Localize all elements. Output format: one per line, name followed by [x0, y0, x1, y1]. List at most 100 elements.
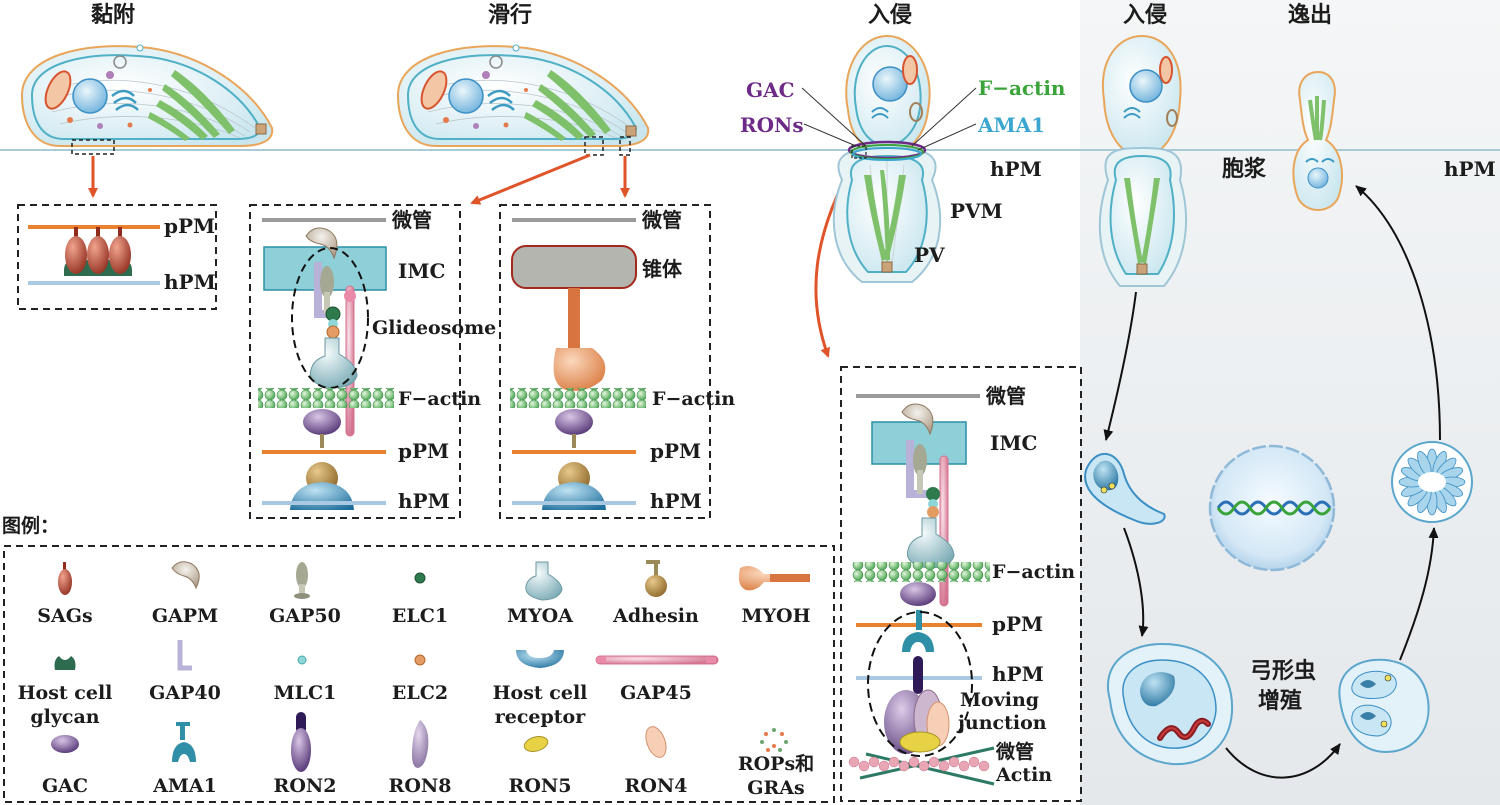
- detail-attachment: pPM hPM: [17, 204, 217, 310]
- legend-label-ron2: RON2: [274, 775, 337, 797]
- label-conoid: 锥体: [642, 257, 683, 281]
- legend-label-myoh: MYOH: [741, 605, 810, 627]
- label-moving-1: Moving: [960, 689, 1039, 711]
- title-attachment: 黏附: [91, 2, 135, 28]
- label-hpm-d: hPM: [992, 662, 1044, 686]
- cycle-arrow-3: [1225, 743, 1341, 779]
- legend-label-mlc1: MLC1: [274, 682, 337, 704]
- label-microtubule-c: 微管: [641, 208, 682, 232]
- legend-label-receptor: Host cell: [493, 682, 588, 704]
- legend-label-ron8: RON8: [389, 775, 452, 797]
- title-cycle-invasion: 入侵: [1123, 2, 1167, 28]
- label-rons: RONs: [740, 113, 804, 137]
- ron8-icon: [412, 720, 429, 768]
- parasite-cycle-invading: [1098, 34, 1188, 287]
- myoa-icon: [525, 561, 563, 601]
- detail-conoid: 微管 锥体 F−actin pPM hPM: [499, 204, 735, 519]
- label-ppm-attach: pPM: [164, 214, 215, 238]
- label-ama1-top: AMA1: [977, 113, 1045, 137]
- detail-moving-junction: 微管 IMC F−actin pPM hPM Moving junction: [840, 366, 1082, 802]
- ama1-icon: [172, 722, 196, 762]
- gap50-icon: [294, 562, 310, 599]
- legend-title: 图例：: [2, 514, 59, 537]
- legend-label-gap50: GAP50: [269, 605, 341, 627]
- zoom-box-attachment: [71, 139, 115, 155]
- ron2-icon: [291, 712, 311, 772]
- label-hpm-attach: hPM: [164, 270, 216, 294]
- label-factin-d: F−actin: [992, 561, 1075, 583]
- label-microtubule-b: 微管: [391, 208, 432, 232]
- label-factin-c: F−actin: [652, 388, 735, 410]
- label-gac-top: GAC: [746, 78, 795, 102]
- legend-label-ama1: AMA1: [152, 775, 217, 797]
- mlc1-icon: [297, 655, 307, 665]
- cycle-arrow-5: [1355, 185, 1441, 441]
- ron5-icon: [523, 736, 549, 752]
- cycle-stage-single-parasite: [1084, 452, 1166, 525]
- parasite-invading: [832, 34, 942, 283]
- cycle-arrow-2: [1123, 527, 1149, 637]
- elc2-icon: [414, 654, 426, 666]
- label-replication-2: 增殖: [1258, 688, 1302, 714]
- label-actin: Actin: [995, 764, 1052, 786]
- elc1-icon: [414, 572, 426, 584]
- sags-icon: [58, 562, 72, 595]
- label-hpm-mid: hPM: [990, 157, 1042, 181]
- parasite-egressing: [1292, 70, 1343, 211]
- legend-label-glycan: Host cell: [18, 682, 113, 704]
- legend-label-gap45: GAP45: [620, 682, 692, 704]
- label-pvm: PVM: [950, 199, 1003, 223]
- legend-icons: [51, 560, 810, 772]
- legend-label-rops-2: GRAs: [747, 777, 804, 799]
- zoom-arrow-gliding-left: [470, 153, 591, 205]
- label-replication-1: 弓形虫: [1250, 658, 1316, 684]
- legend-label-elc1: ELC1: [392, 605, 448, 627]
- parasite-attachment: [20, 44, 274, 147]
- legend-label-gap40: GAP40: [149, 682, 221, 704]
- parasite-gliding: [396, 44, 650, 147]
- gac-icon: [51, 735, 79, 753]
- label-hpm-right: hPM: [1444, 157, 1496, 181]
- label-factin-b: F−actin: [398, 388, 481, 410]
- legend-label-gapm: GAPM: [152, 605, 218, 627]
- detail-glideosome: 微管 IMC Glideosome F−actin pPM hPM: [249, 204, 496, 519]
- legend-label-myoa: MYOA: [507, 605, 573, 627]
- title-egress: 逸出: [1288, 2, 1332, 28]
- host-cell-glycan-icon: [54, 656, 76, 670]
- legend-label-glycan-2: glycan: [30, 706, 99, 728]
- label-ppm-c: pPM: [650, 439, 701, 463]
- ron4-icon: [645, 726, 667, 758]
- legend-label-elc2: ELC2: [392, 682, 448, 704]
- legend-label-ron5: RON5: [509, 775, 572, 797]
- label-pv: PV: [914, 243, 945, 267]
- legend-label-gac: GAC: [42, 775, 88, 797]
- cycle-arrow-4: [1399, 527, 1439, 661]
- gapm-icon: [171, 561, 200, 590]
- label-imc-d: IMC: [990, 431, 1037, 455]
- gap40-icon: [177, 640, 192, 671]
- label-microtubule-host: 微管: [995, 740, 1034, 763]
- adhesin-icon: [645, 560, 667, 597]
- label-hpm-b: hPM: [398, 489, 450, 513]
- label-factin-top: F−actin: [978, 76, 1066, 100]
- legend-box: [3, 545, 835, 803]
- cycle-stage-rosette: [1391, 441, 1473, 523]
- label-ppm-b: pPM: [398, 439, 449, 463]
- cycle-stage-dna-replication: [1208, 444, 1336, 572]
- label-cytoplasm: 胞浆: [1222, 156, 1267, 182]
- rops-gras-icon: [760, 728, 788, 752]
- label-imc-b: IMC: [398, 259, 445, 283]
- legend-label-ron4: RON4: [625, 775, 688, 797]
- legend-label-adhesin: Adhesin: [612, 605, 699, 627]
- label-microtubule-d: 微管: [985, 384, 1026, 408]
- title-invasion: 入侵: [868, 2, 912, 28]
- label-moving-2: junction: [956, 712, 1047, 734]
- legend-label-rops: ROPs和: [738, 752, 814, 775]
- label-glideosome: Glideosome: [372, 317, 496, 339]
- cycle-arrow-1: [1103, 291, 1137, 441]
- title-gliding: 滑行: [488, 2, 532, 28]
- zoom-box-gliding-pellicle: [584, 136, 604, 156]
- gap45-icon: [595, 655, 719, 665]
